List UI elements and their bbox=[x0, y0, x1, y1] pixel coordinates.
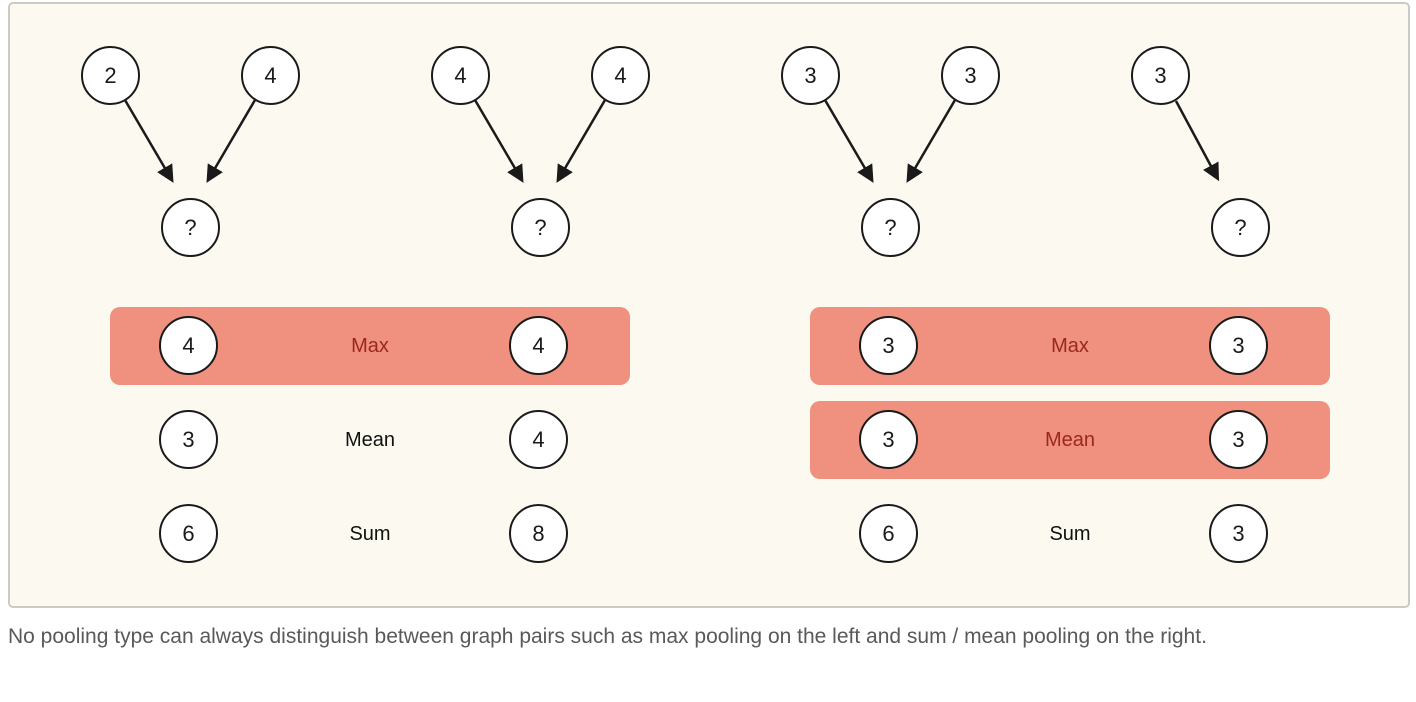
pooling-result-node: 4 bbox=[509, 410, 568, 469]
graph-node: 3 bbox=[1131, 46, 1190, 105]
graph-node: 4 bbox=[241, 46, 300, 105]
pooling-label: Sum bbox=[349, 522, 391, 545]
graph-node: 2 bbox=[81, 46, 140, 105]
pooling-row-mean-right: Mean 3 3 bbox=[810, 401, 1330, 479]
pooling-row-max-right: Max 3 3 bbox=[810, 307, 1330, 385]
pooling-label: Sum bbox=[1049, 522, 1091, 545]
pooling-result-node: 6 bbox=[159, 504, 218, 563]
graph-node: 4 bbox=[431, 46, 490, 105]
pooling-result-node: 4 bbox=[159, 316, 218, 375]
graph-node: 3 bbox=[941, 46, 1000, 105]
pooling-result-node: 3 bbox=[159, 410, 218, 469]
pooling-row-mean-left: Mean 3 4 bbox=[110, 401, 630, 479]
pooling-label: Mean bbox=[344, 428, 396, 451]
graph-node-target: ? bbox=[1211, 198, 1270, 257]
graph-node-target: ? bbox=[161, 198, 220, 257]
pooling-result-node: 3 bbox=[1209, 504, 1268, 563]
pooling-result-node: 3 bbox=[859, 316, 918, 375]
pooling-row-max-left: Max 4 4 bbox=[110, 307, 630, 385]
pooling-label: Mean bbox=[1044, 428, 1096, 451]
graph-node-target: ? bbox=[511, 198, 570, 257]
graph-node-target: ? bbox=[861, 198, 920, 257]
figure-caption: No pooling type can always distinguish b… bbox=[8, 625, 1207, 648]
pooling-row-sum-left: Sum 6 8 bbox=[110, 495, 630, 573]
pooling-result-node: 6 bbox=[859, 504, 918, 563]
pooling-label: Max bbox=[1051, 334, 1089, 357]
pooling-result-node: 3 bbox=[1209, 410, 1268, 469]
pooling-result-node: 4 bbox=[509, 316, 568, 375]
graph-node: 4 bbox=[591, 46, 650, 105]
pooling-label: Max bbox=[351, 334, 389, 357]
graph-node: 3 bbox=[781, 46, 840, 105]
pooling-row-sum-right: Sum 6 3 bbox=[810, 495, 1330, 573]
pooling-result-node: 8 bbox=[509, 504, 568, 563]
pooling-result-node: 3 bbox=[859, 410, 918, 469]
pooling-result-node: 3 bbox=[1209, 316, 1268, 375]
